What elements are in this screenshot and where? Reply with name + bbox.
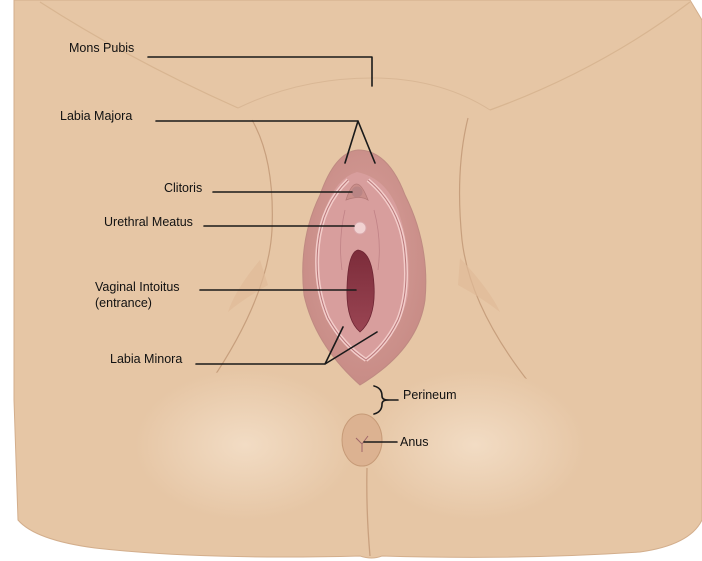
label-vaginal-introitus-line1: Vaginal Intoitus (95, 280, 180, 294)
buttock-right (365, 370, 585, 520)
label-anus: Anus (400, 435, 429, 449)
label-mons-pubis: Mons Pubis (69, 41, 134, 55)
label-urethral-meatus: Urethral Meatus (104, 215, 193, 229)
anus-shape (342, 414, 382, 466)
label-vaginal-introitus-line2: (entrance) (95, 296, 152, 310)
clitoris-dot (352, 187, 363, 198)
label-perineum: Perineum (403, 388, 457, 402)
buttock-left (135, 370, 355, 520)
label-clitoris: Clitoris (164, 181, 202, 195)
label-labia-majora: Labia Majora (60, 109, 132, 123)
urethral-meatus-dot (354, 222, 366, 234)
label-labia-minora: Labia Minora (110, 352, 182, 366)
